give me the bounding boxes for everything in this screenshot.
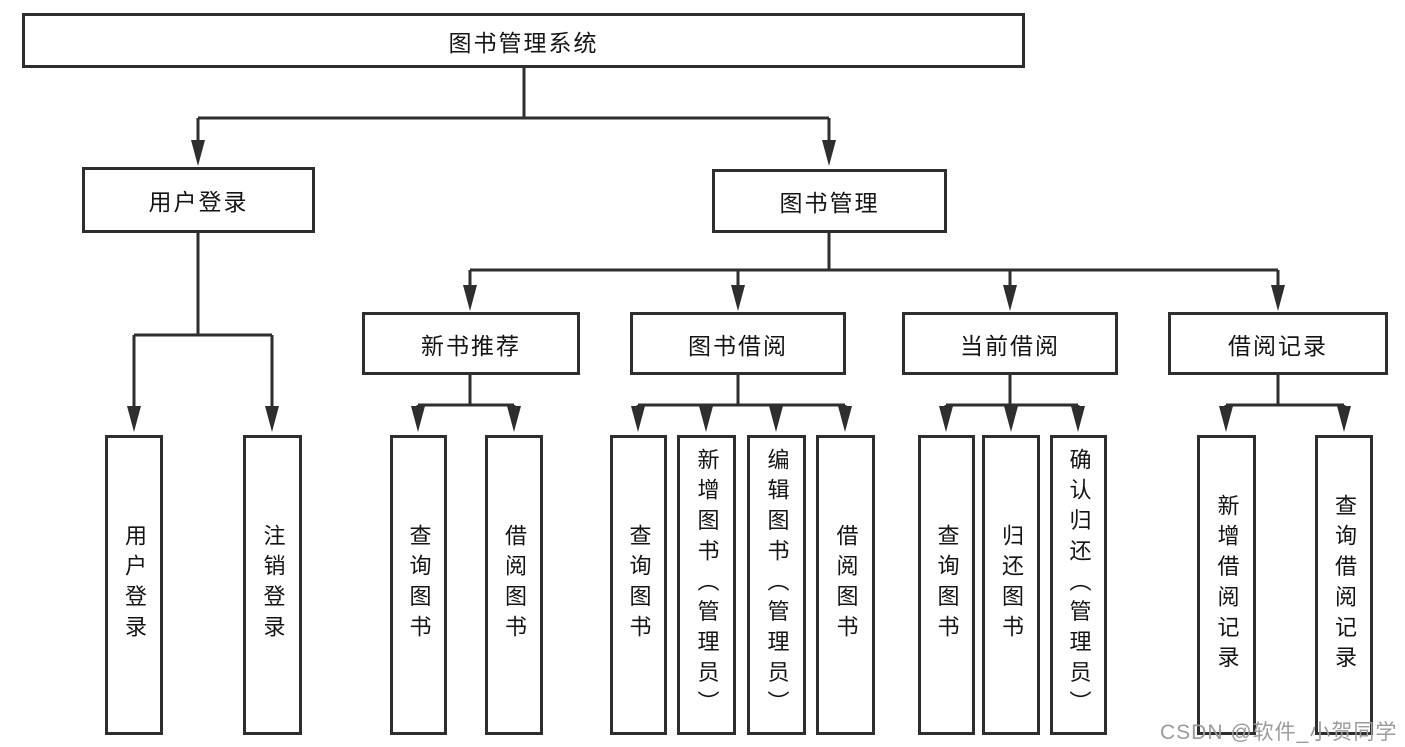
node-borrow-record-label: 借阅记录 <box>1228 332 1328 359</box>
arrowhead-icon <box>631 406 645 432</box>
node-new-book: 新书推荐 <box>362 312 580 375</box>
node-user-login-label: 用户登录 <box>148 189 249 215</box>
connector-book-borrow-bracket <box>636 375 847 412</box>
node-book-mgmt-label: 图书管理 <box>779 190 880 216</box>
leaf-user-login: 用户登录 <box>105 435 163 735</box>
node-book-borrow-label: 图书借阅 <box>688 332 788 359</box>
arrowhead-icon <box>1337 406 1351 432</box>
arrowhead-icon <box>411 406 425 432</box>
node-root-label: 图书管理系统 <box>448 29 599 56</box>
arrowhead-icon <box>127 406 141 432</box>
arrowhead-icon <box>769 406 783 432</box>
arrowhead-icon <box>1003 285 1017 311</box>
arrowhead-icon <box>265 406 279 432</box>
arrowhead-icon <box>463 285 477 311</box>
leaf-borrow-book-1: 借阅图书 <box>485 435 543 735</box>
leaf-query-borrow-record: 查询借阅记录 <box>1315 435 1373 735</box>
leaf-edit-book-admin: 编辑图书（管理员） <box>747 435 806 735</box>
arrowhead-icon <box>731 285 745 311</box>
leaf-add-borrow-record: 新增借阅记录 <box>1197 435 1256 735</box>
node-new-book-label: 新书推荐 <box>421 332 521 359</box>
leaf-edit-book-admin-label: 编辑图书（管理员） <box>764 448 790 722</box>
arrowhead-icon <box>939 406 953 432</box>
leaf-query-book-3-label: 查询图书 <box>934 524 960 646</box>
leaf-return-book: 归还图书 <box>982 435 1040 735</box>
arrowhead-icon <box>1271 285 1285 311</box>
arrowhead-icon <box>838 406 852 432</box>
connector-borrow-record-bracket <box>1224 375 1346 412</box>
connector-root-bracket <box>196 68 831 145</box>
arrowhead-icon <box>507 406 521 432</box>
arrowhead-icon <box>822 140 836 166</box>
connector-user-login-bracket <box>132 233 274 410</box>
arrowhead-icon <box>1071 406 1085 432</box>
node-book-borrow: 图书借阅 <box>630 312 846 375</box>
leaf-user-login-label: 用户登录 <box>122 524 147 646</box>
leaf-return-book-label: 归还图书 <box>999 524 1024 646</box>
leaf-query-book-2: 查询图书 <box>610 435 667 735</box>
node-root: 图书管理系统 <box>22 13 1025 68</box>
leaf-logout: 注销登录 <box>243 435 302 735</box>
connector-new-book-bracket <box>416 375 516 412</box>
arrowhead-icon <box>191 140 205 166</box>
node-borrow-record: 借阅记录 <box>1168 312 1388 375</box>
arrowhead-icon <box>1219 406 1233 432</box>
node-current-borrow-label: 当前借阅 <box>960 332 1060 359</box>
leaf-logout-label: 注销登录 <box>260 524 286 646</box>
leaf-query-book-1-label: 查询图书 <box>406 524 432 646</box>
leaf-query-book-3: 查询图书 <box>918 435 975 735</box>
node-current-borrow: 当前借阅 <box>902 312 1118 375</box>
leaf-query-book-1: 查询图书 <box>390 435 447 735</box>
leaf-add-book-admin: 新增图书（管理员） <box>677 435 736 735</box>
leaf-add-borrow-record-label: 新增借阅记录 <box>1214 493 1240 677</box>
leaf-query-borrow-record-label: 查询借阅记录 <box>1332 493 1357 677</box>
csdn-watermark: CSDN @软件_小贺同学 <box>1160 721 1398 744</box>
arrowhead-icon <box>699 406 713 432</box>
leaf-query-book-2-label: 查询图书 <box>626 524 652 646</box>
leaf-add-book-admin-label: 新增图书（管理员） <box>694 448 720 722</box>
leaf-borrow-book-2-label: 借阅图书 <box>833 524 859 646</box>
connector-book-mgmt-bracket <box>468 233 1280 290</box>
arrowhead-icon <box>1004 406 1018 432</box>
leaf-confirm-return-admin-label: 确认归还（管理员） <box>1066 448 1092 722</box>
leaf-borrow-book-1-label: 借阅图书 <box>502 524 527 646</box>
leaf-confirm-return-admin: 确认归还（管理员） <box>1050 435 1107 735</box>
node-book-mgmt: 图书管理 <box>712 169 947 233</box>
node-user-login: 用户登录 <box>82 167 315 233</box>
leaf-borrow-book-2: 借阅图书 <box>816 435 875 735</box>
